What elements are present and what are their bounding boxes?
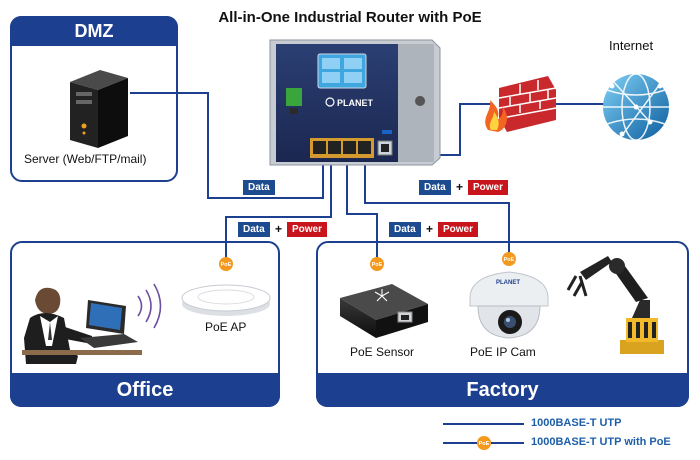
firewall [485, 76, 557, 132]
poe-ip-camera: PLANET [469, 271, 549, 339]
data-tag-ap-link: Data [238, 222, 270, 237]
poe-badge-ap-text: PoE [221, 262, 232, 268]
factory-zone-footer: Factory [316, 373, 689, 407]
link-router-ap [225, 150, 332, 262]
poe-access-point [181, 284, 271, 316]
poe-badge-sensor [370, 257, 384, 271]
data-tag-sensor-link: Data [389, 222, 421, 237]
poe-badge-cam [502, 252, 516, 266]
poe-badge-legend-text: PoE [479, 441, 490, 447]
legend-utp-poe-label: 1000BASE-T UTP with PoE [531, 436, 671, 448]
plus-sign-cam-link: + [456, 180, 464, 194]
poe-sensor-label: PoE Sensor [350, 345, 415, 359]
router-brand-logo: PLANET [337, 98, 374, 108]
server-label: Server (Web/FTP/mail) [24, 152, 147, 166]
office-zone-footer: Office [10, 373, 280, 407]
poe-sensor [340, 284, 428, 338]
dmz-zone-header: DMZ [10, 16, 178, 46]
plus-sign-ap-link: + [275, 222, 283, 236]
poe-badges [219, 252, 516, 450]
wireless-signal-icon [137, 283, 162, 329]
poe-ap-label: PoE AP [205, 320, 247, 334]
link-router-sensor [346, 150, 378, 262]
industrial-router: PLANET [269, 39, 441, 166]
link-server-router [130, 92, 324, 199]
power-tag-sensor-link: Power [438, 222, 479, 237]
poe-badge-cam-text: PoE [504, 257, 515, 263]
office-user-with-laptop [22, 287, 142, 364]
poe-badge-sensor-text: PoE [372, 262, 383, 268]
power-tag-ap-link: Power [287, 222, 328, 237]
link-router-cam [364, 150, 510, 258]
internet-globe [603, 73, 669, 141]
poe-badge-ap [219, 257, 233, 271]
power-tag-cam-link: Power [468, 180, 509, 195]
connection-lines [130, 92, 610, 262]
data-tag-server-link: Data [243, 180, 275, 195]
camera-brand-logo: PLANET [496, 280, 520, 286]
data-tag-cam-link: Data [419, 180, 451, 195]
poe-badge-legend [477, 436, 491, 450]
server-tower [70, 70, 128, 148]
poe-ip-cam-label: PoE IP Cam [470, 345, 536, 359]
diagram-title: All-in-One Industrial Router with PoE [218, 9, 482, 26]
plus-sign-sensor-link: + [426, 222, 434, 236]
internet-label: Internet [609, 38, 654, 53]
legend-utp-label: 1000BASE-T UTP [531, 417, 622, 429]
industrial-robot-arm [566, 256, 664, 354]
